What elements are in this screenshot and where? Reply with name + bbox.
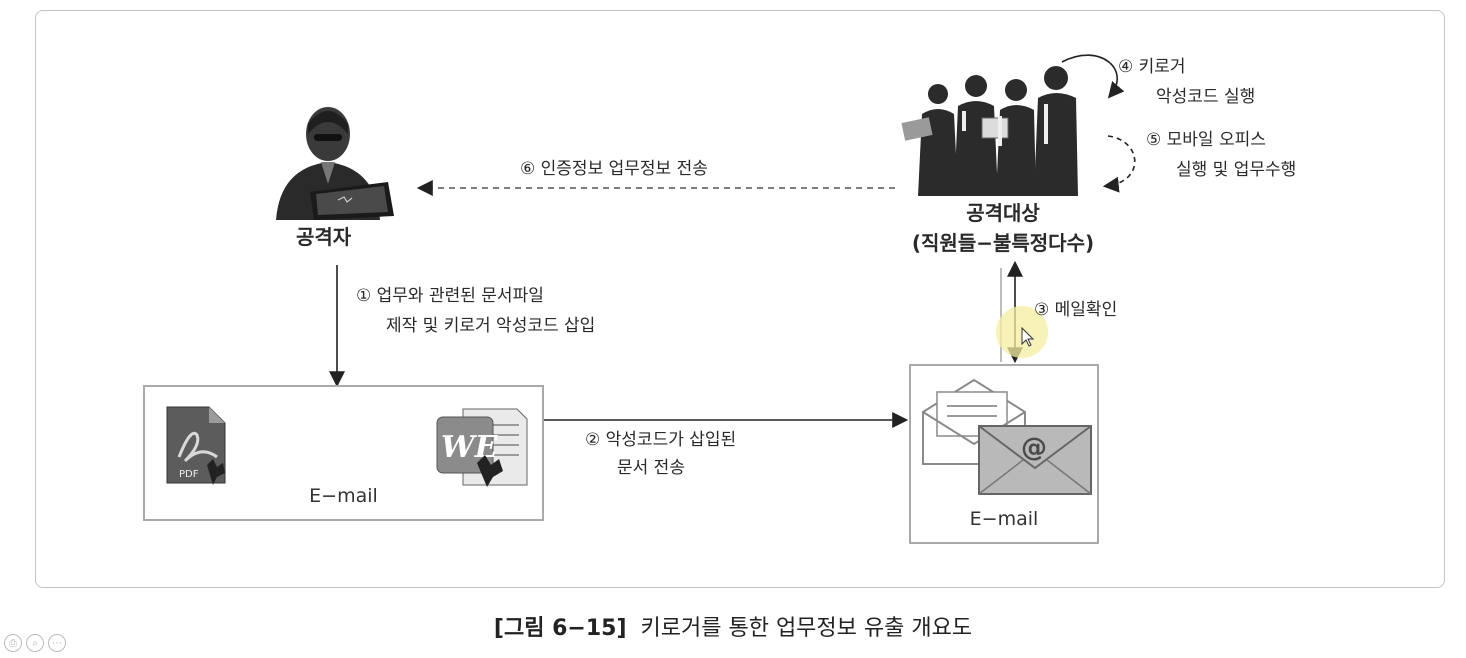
mouse-cursor-icon <box>1021 326 1035 347</box>
word-badge: WE <box>441 430 499 465</box>
step2-label-line1: ② 악성코드가 삽입된 <box>585 430 737 450</box>
pdf-file-icon: PDF <box>166 406 226 485</box>
figure-caption: [그림 6−15] 키로거를 통한 업무정보 유출 개요도 <box>0 610 1466 642</box>
envelope-at-icon: @ <box>978 425 1092 495</box>
step5-label-line2: 실행 및 업무수행 <box>1176 160 1297 180</box>
step5-curved-arrow <box>1102 135 1136 193</box>
employees-icon <box>901 66 1078 196</box>
right-email-box: @ E−mail <box>909 364 1099 544</box>
step3-label: ③ 메일확인 <box>1034 300 1118 320</box>
target-label-line2: (직원들−불특정다수) <box>911 231 1095 255</box>
step1-label-line2: 제작 및 키로거 악성코드 삽입 <box>386 316 596 336</box>
step2-label-line2: 문서 전송 <box>617 458 685 478</box>
viewer-toolbar: ⎙ ⌕ ⋯ <box>4 634 66 652</box>
more-icon[interactable]: ⋯ <box>48 634 66 652</box>
step4-label-line1: ④ 키로거 <box>1118 57 1186 77</box>
at-symbol: @ <box>1021 433 1047 463</box>
left-email-label: E−mail <box>309 485 378 507</box>
hacker-icon <box>276 107 394 220</box>
figure-number: [그림 6−15] <box>493 616 627 641</box>
step5-label-line1: ⑤ 모바일 오피스 <box>1146 130 1266 150</box>
attacker-label: 공격자 <box>296 225 352 249</box>
step1-label-line1: ① 업무와 관련된 문서파일 <box>356 286 544 306</box>
figure-title: 키로거를 통한 업무정보 유출 개요도 <box>640 616 973 641</box>
right-email-label: E−mail <box>969 508 1039 530</box>
step4-curved-arrow <box>1061 54 1125 99</box>
pdf-badge: PDF <box>179 469 199 480</box>
print-icon[interactable]: ⎙ <box>4 634 22 652</box>
left-email-box: PDF WE E−mail <box>143 385 544 521</box>
word-file-icon: WE <box>436 408 528 487</box>
step6-label: ⑥ 인증정보 업무정보 전송 <box>520 159 708 179</box>
step4-label-line2: 악성코드 실행 <box>1156 87 1256 107</box>
target-label-line1: 공격대상 <box>966 201 1040 225</box>
zoom-icon[interactable]: ⌕ <box>26 634 44 652</box>
